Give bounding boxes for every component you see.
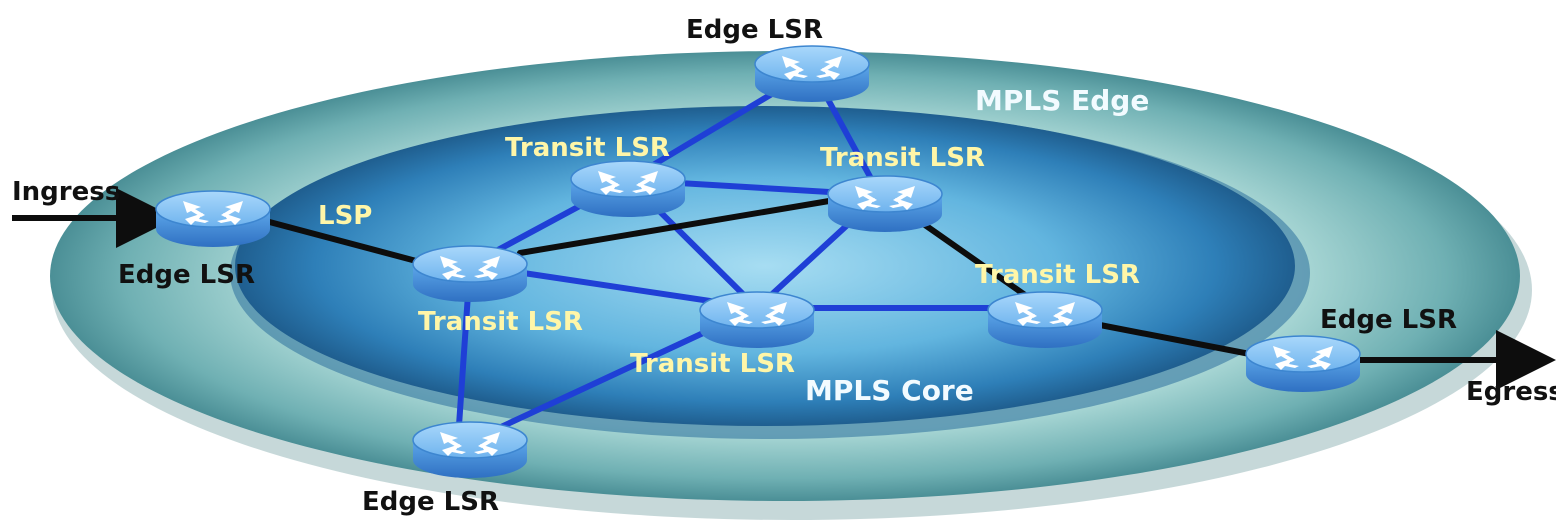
router-icon-edge-bottom (412, 421, 528, 479)
lsp-path (259, 197, 1258, 358)
mpls-core-label: MPLS Core (805, 374, 974, 407)
lsp-segment (517, 197, 838, 256)
edge-lsr-top-label: Edge LSR (686, 15, 823, 45)
edge-lsr-bottom-label: Edge LSR (362, 487, 499, 517)
lsp-segment (922, 222, 1028, 298)
lsp-label: LSP (318, 201, 372, 231)
ingress-label: Ingress (12, 177, 120, 207)
router-icon-edge-right (1245, 335, 1361, 393)
transit-lsr-right-label: Transit LSR (975, 260, 1140, 290)
transit-lsr-center-label: Transit LSR (630, 349, 795, 379)
router-icon-transit-left (412, 245, 528, 303)
router-icon-edge-top (754, 45, 870, 103)
router-icon-transit-upper-right (827, 175, 943, 233)
egress-label: Egress (1466, 377, 1556, 407)
mpls-edge-label: MPLS Edge (975, 84, 1149, 117)
transit-lsr-upper-right-label: Transit LSR (820, 143, 985, 173)
edge-lsr-left-label: Edge LSR (118, 260, 255, 290)
router-icon-transit-upper-left (570, 160, 686, 218)
edge-lsr-right-label: Edge LSR (1320, 305, 1457, 335)
transit-lsr-upper-left-label: Transit LSR (505, 133, 670, 163)
router-icon-transit-right (987, 291, 1103, 349)
lsp-segment (1097, 322, 1258, 358)
transit-lsr-left-label: Transit LSR (418, 307, 583, 337)
lsp-segment (259, 217, 423, 265)
router-icon-transit-center (699, 291, 815, 349)
router-icon-edge-left (155, 190, 271, 248)
